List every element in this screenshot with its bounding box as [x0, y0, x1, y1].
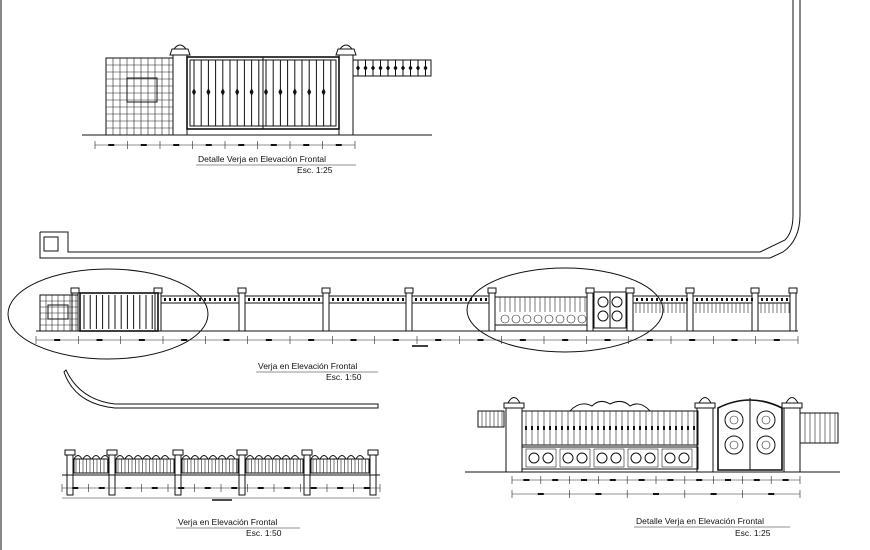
fence-railings — [160, 295, 791, 313]
caption-bottom-left-title: Verja en Elevación Frontal — [178, 517, 277, 527]
caption-bottom-left-scale: Esc. 1:50 — [246, 528, 282, 538]
gate-bars — [192, 60, 332, 126]
full-fence-elevation: Verja en Elevación Frontal Esc. 1:50 — [7, 231, 799, 409]
caption-top-scale: Esc. 1:25 — [297, 165, 333, 175]
highlight-ellipse-right — [466, 267, 664, 353]
pillar-right — [338, 54, 354, 136]
caption-top-title: Detalle Verja en Elevación Frontal — [198, 154, 326, 164]
tiled-wall-panel — [105, 57, 174, 136]
fence-posts — [70, 287, 798, 332]
caption-bottom-right-scale: Esc. 1:25 — [735, 528, 771, 538]
wall-outline-upper — [40, 231, 760, 253]
top-gate-elevation-detail: Detalle Verja en Elevación Frontal Esc. … — [82, 44, 432, 175]
caption-middle-scale: Esc. 1:50 — [326, 372, 362, 382]
caption-middle-title: Verja en Elevación Frontal — [258, 361, 357, 371]
highlight-ellipse-left — [7, 268, 209, 360]
wall-outline-lower — [63, 369, 379, 409]
wall-plaque — [126, 77, 158, 103]
ornamental-panel — [494, 296, 588, 326]
ornamental-base — [521, 446, 699, 470]
ornamental-double-gate — [717, 399, 783, 471]
sheet-border — [0, 0, 801, 550]
gate-elevation-detail-bottom-right: Detalle Verja en Elevación Frontal Esc. … — [465, 397, 840, 538]
caption-bottom-right-title: Detalle Verja en Elevación Frontal — [636, 516, 764, 526]
pillar-left — [172, 54, 188, 136]
fence-elevation-bottom-left: Verja en Elevación Frontal Esc. 1:50 — [61, 449, 381, 538]
side-railing — [352, 59, 432, 77]
detail-pillars — [503, 397, 803, 473]
